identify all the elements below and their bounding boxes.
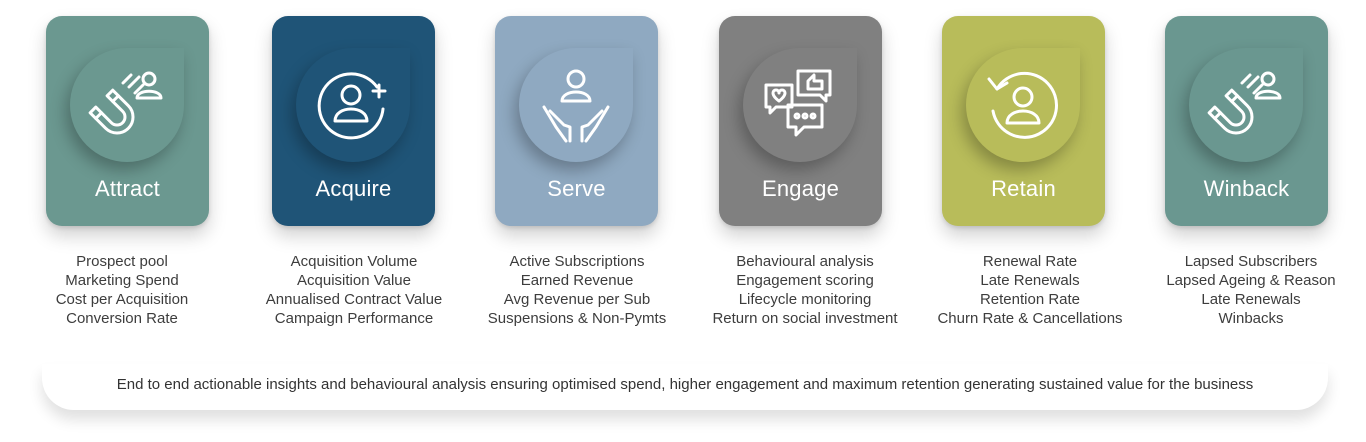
icon-drop-serve [519,48,633,162]
metric-item: Late Renewals [980,272,1080,289]
stage-title-engage: Engage [761,176,840,201]
metrics-list-attract: Prospect pool Marketing Spend Cost per A… [7,252,237,328]
metric-item: Conversion Rate [66,310,178,327]
stage-title-acquire: Acquire [315,176,392,201]
metric-item: Acquisition Volume [290,253,418,270]
magnet-user-icon [1207,71,1282,135]
icon-drop-engage [743,48,857,162]
stage-title-attract: Attract [95,176,160,201]
hands-user-icon [542,69,610,143]
summary-banner-text: End to end actionable insights and behav… [116,376,1254,393]
stage-card-retain: Retain [942,16,1105,226]
icon-drop-acquire [296,48,410,162]
stage-card-winback: Winback [1165,16,1328,226]
stage-card-acquire: Acquire [272,16,435,226]
metric-item: Engagement scoring [736,272,874,289]
metric-item: Lapsed Ageing & Reason [1166,272,1336,289]
icon-drop-winback [1189,48,1303,162]
icon-drop-attract [70,48,184,162]
stage-title-winback: Winback [1203,176,1290,201]
metric-item: Marketing Spend [65,272,179,289]
metric-item: Return on social investment [712,310,898,327]
add-user-icon [317,72,387,140]
metric-item: Renewal Rate [982,253,1078,270]
stage-card-engage: Engage [719,16,882,226]
metric-item: Churn Rate & Cancellations [937,310,1123,327]
metrics-list-winback: Lapsed Subscribers Lapsed Ageing & Reaso… [1136,252,1366,328]
metric-item: Winbacks [1218,310,1284,327]
stage-card-serve: Serve [495,16,658,226]
metrics-list-serve: Active Subscriptions Earned Revenue Avg … [462,252,692,328]
metric-item: Cost per Acquisition [55,291,189,308]
metric-item: Suspensions & Non-Pymts [487,310,667,327]
metric-item: Earned Revenue [520,272,634,289]
metric-item: Acquisition Value [297,272,411,289]
summary-banner: End to end actionable insights and behav… [42,364,1328,410]
metric-item: Annualised Contract Value [265,291,443,308]
metric-item: Prospect pool [76,253,168,270]
icon-drop-retain [966,48,1080,162]
metrics-list-engage: Behavioural analysis Engagement scoring … [690,252,920,328]
chat-bubbles-icon [764,69,832,137]
retain-user-icon [987,71,1058,139]
metric-item: Avg Revenue per Sub [503,291,651,308]
stage-title-retain: Retain [991,176,1056,201]
metric-item: Retention Rate [979,291,1081,308]
metric-item: Late Renewals [1201,291,1301,308]
metric-item: Campaign Performance [274,310,434,327]
metric-item: Lifecycle monitoring [738,291,872,308]
stage-card-attract: Attract [46,16,209,226]
metrics-list-retain: Renewal Rate Late Renewals Retention Rat… [915,252,1145,328]
stage-title-serve: Serve [547,176,606,201]
metric-item: Behavioural analysis [736,253,874,270]
metric-item: Active Subscriptions [509,253,645,270]
metric-item: Lapsed Subscribers [1184,253,1318,270]
magnet-user-icon [88,71,163,135]
metrics-list-acquire: Acquisition Volume Acquisition Value Ann… [239,252,469,328]
